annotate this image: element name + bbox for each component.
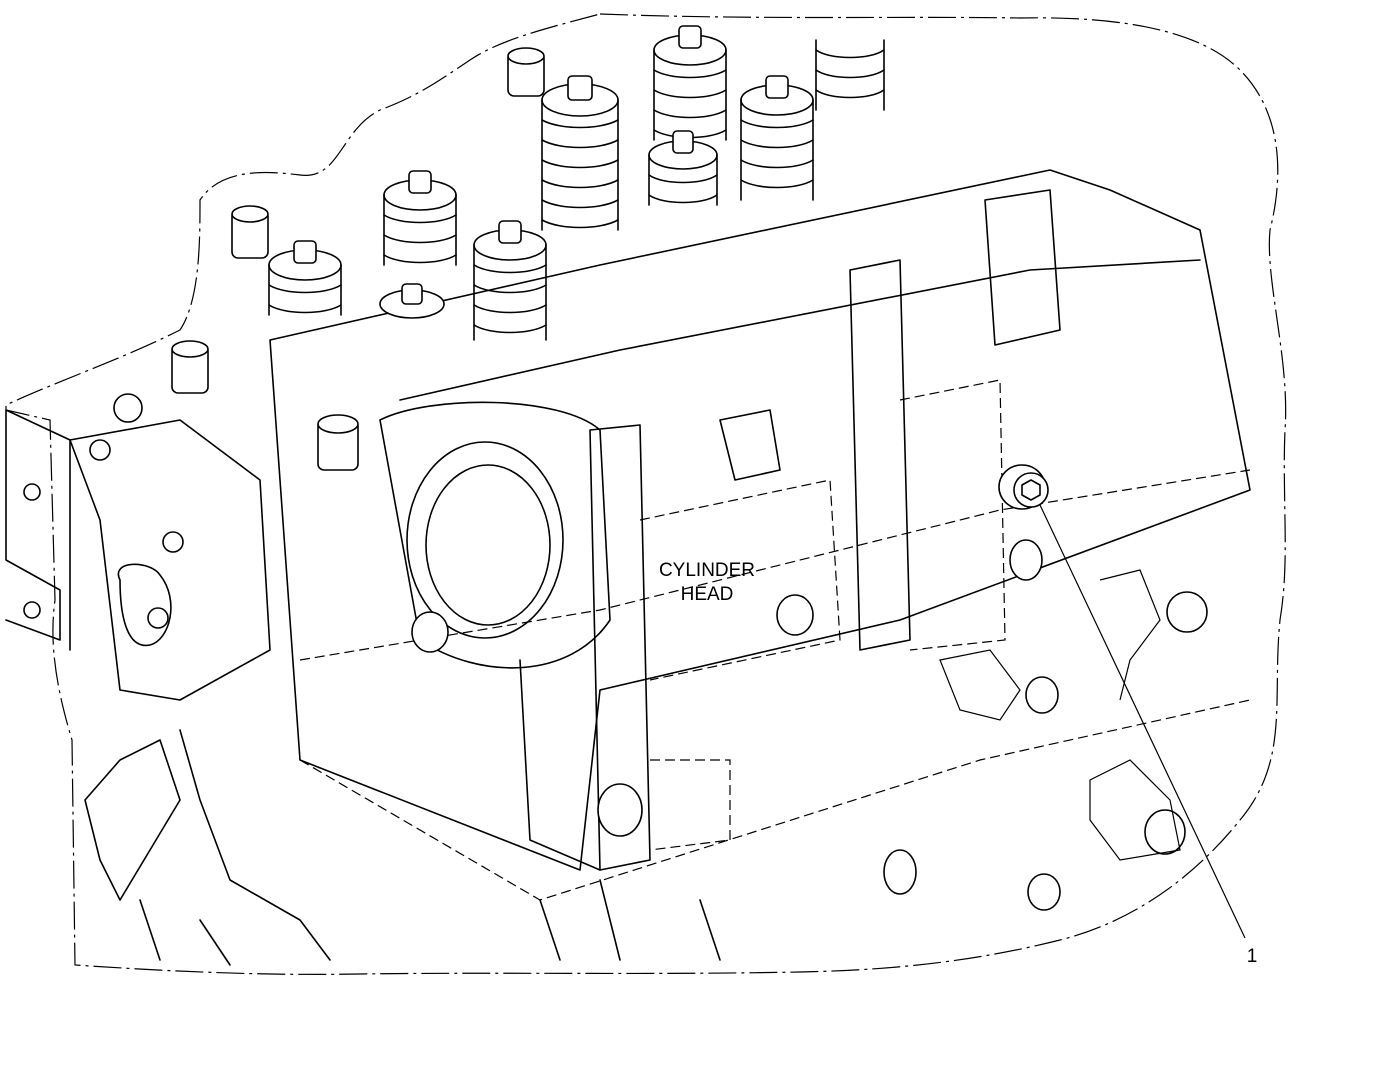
valve-spring <box>379 283 445 319</box>
engine-block-lower <box>84 569 1181 966</box>
valve-spring <box>541 75 619 231</box>
valve-spring <box>815 39 885 111</box>
valve-spring <box>648 130 718 206</box>
callout-1-label: 1 <box>1247 946 1258 967</box>
part-name-line1: CYLINDER <box>659 560 755 581</box>
callout-1-leader <box>1039 504 1246 939</box>
valve-spring <box>653 25 727 141</box>
cutaway-boundary <box>5 13 1287 975</box>
cylinder-head-block <box>269 169 1251 901</box>
stud <box>507 47 545 97</box>
stud <box>231 205 269 259</box>
valve-spring <box>383 170 457 266</box>
side-bosses <box>411 539 1208 911</box>
front-bracket <box>5 393 271 701</box>
threaded-plug <box>998 464 1049 510</box>
valve-spring <box>740 75 814 201</box>
valve-springs <box>268 25 885 341</box>
valve-spring <box>473 220 547 341</box>
stud <box>317 414 359 471</box>
stud <box>171 340 209 394</box>
studs <box>171 47 545 471</box>
valve-spring <box>268 240 342 316</box>
part-name-line2: HEAD <box>681 584 734 605</box>
